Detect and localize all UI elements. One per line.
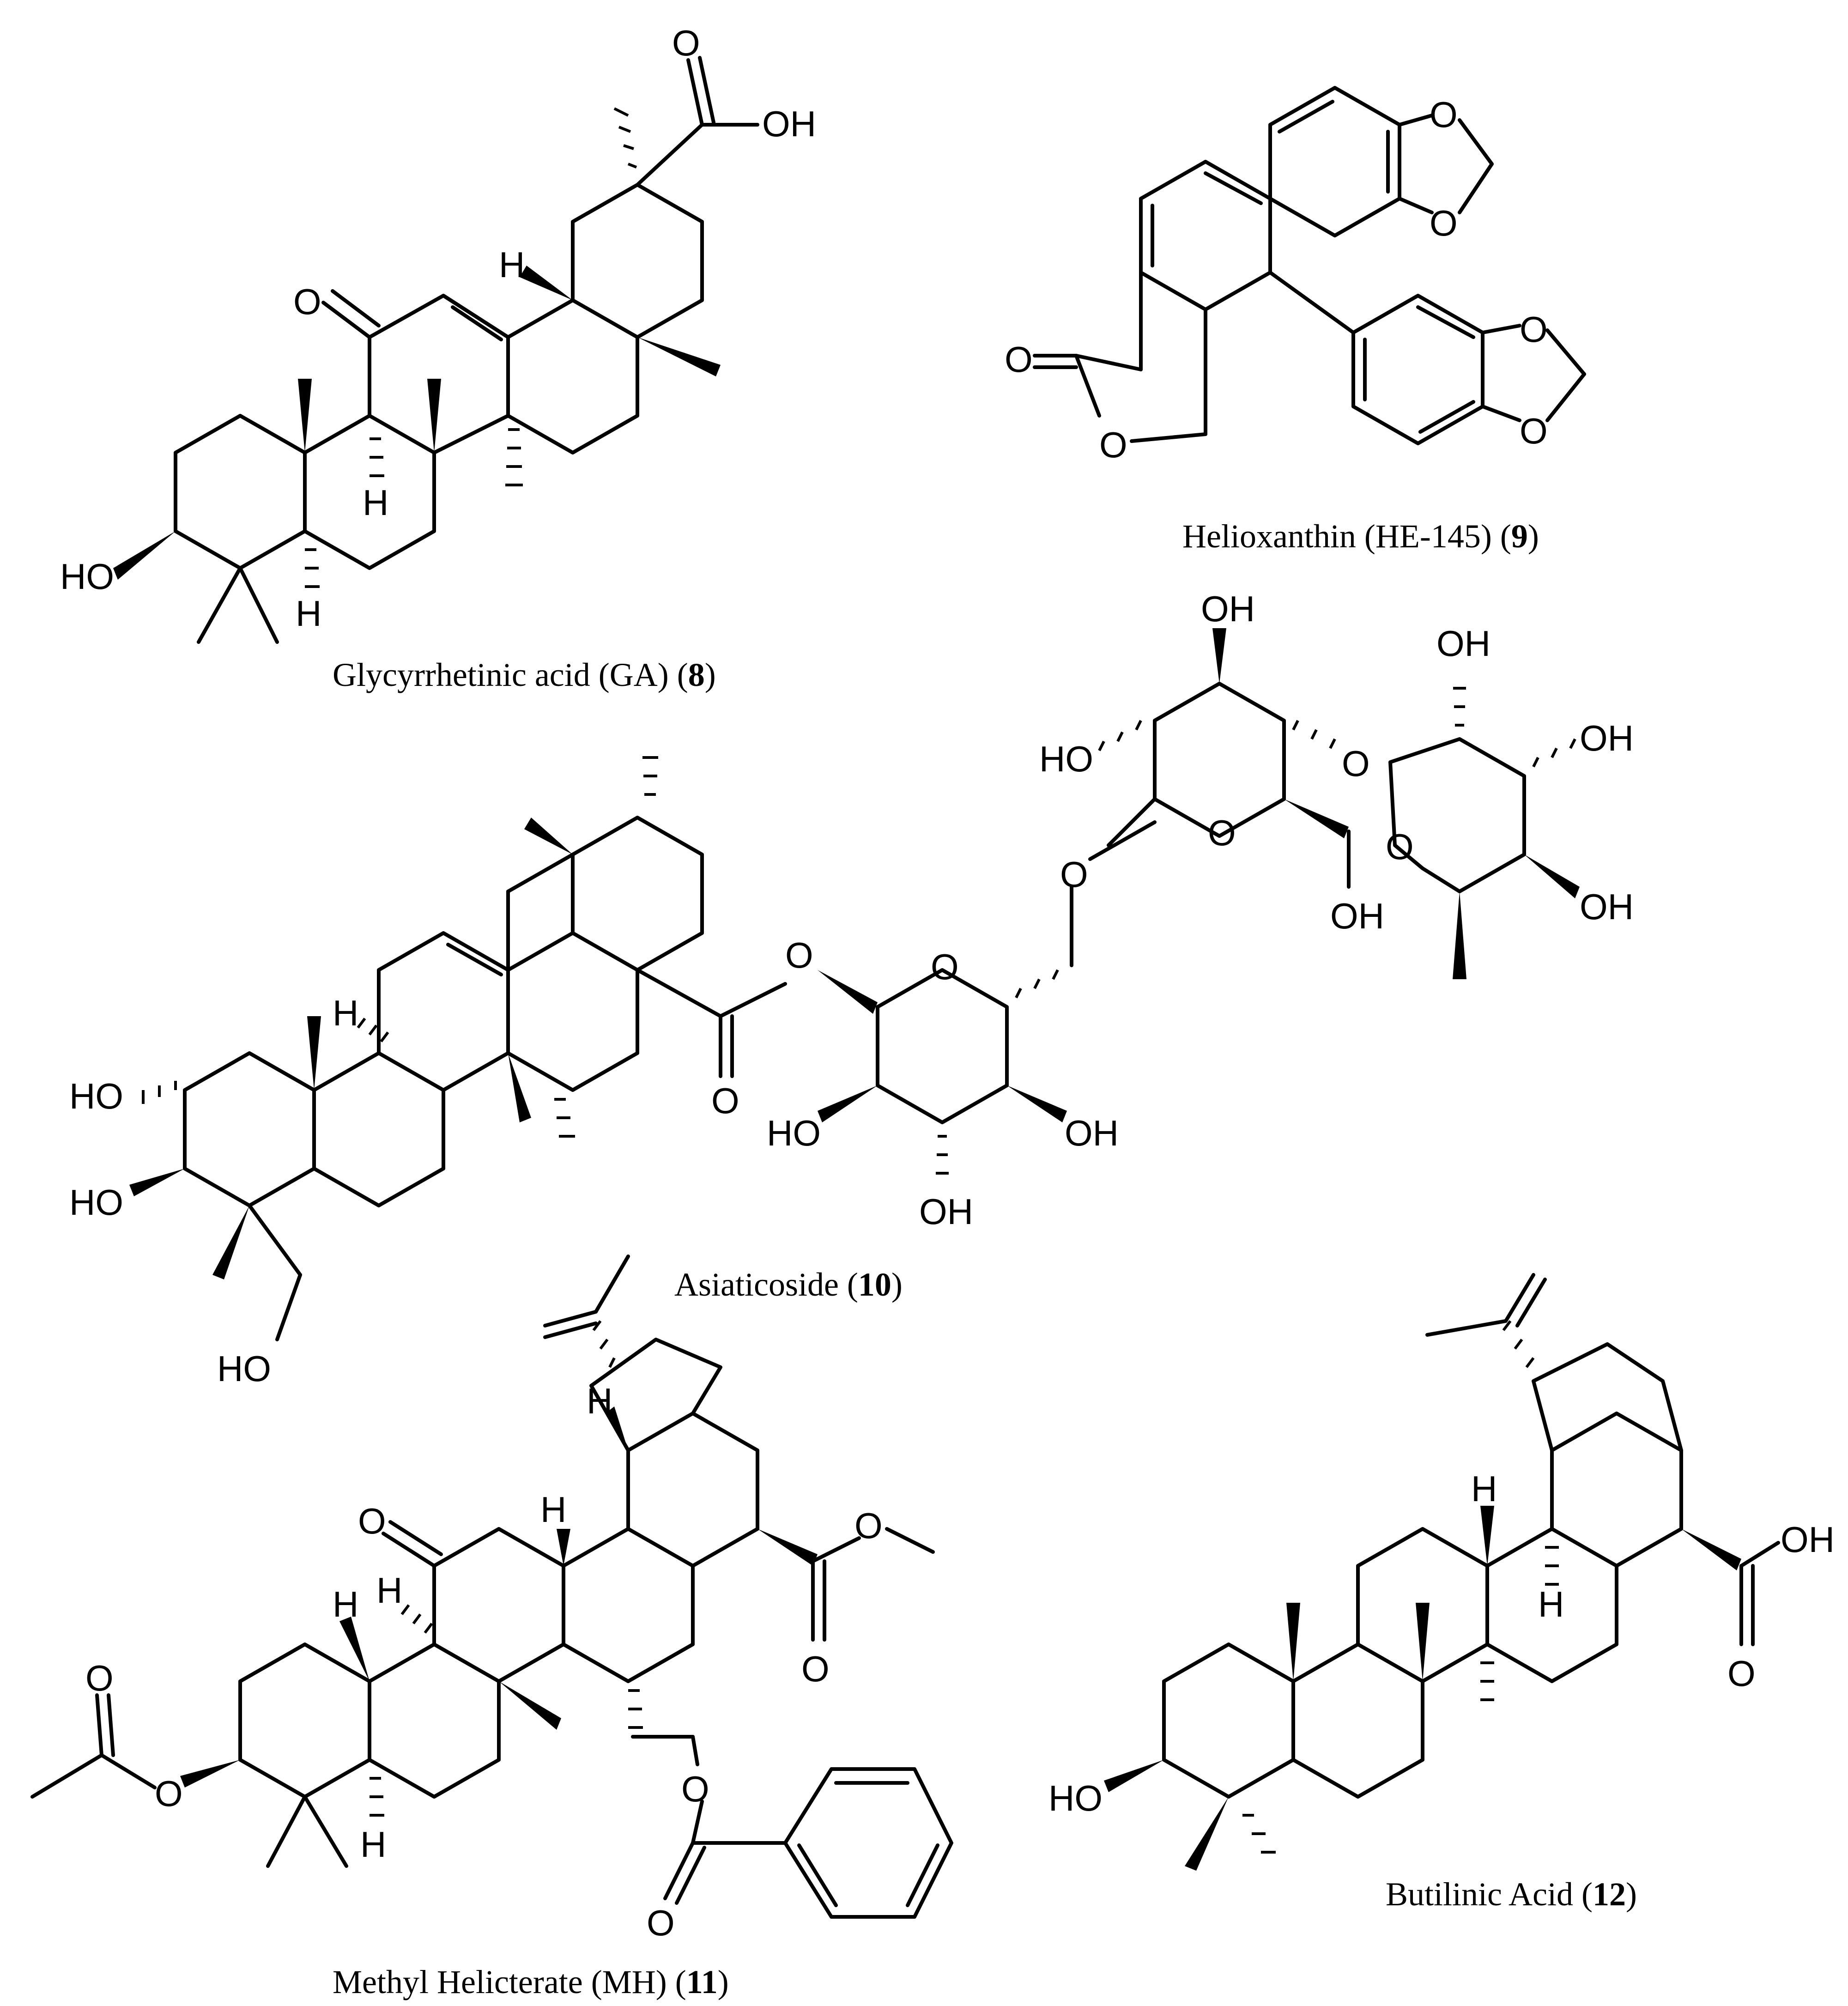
as-sugar1-oh-a: OH — [1065, 1113, 1119, 1153]
as-sugar-link-o: O — [1342, 743, 1370, 784]
he-o3: O — [1520, 309, 1548, 350]
mh-acetate-o: O — [155, 1773, 183, 1814]
caption-compound-9: Helioxanthin (HE-145) (9) — [1182, 518, 1539, 555]
ga-ho: HO — [60, 556, 114, 597]
ba-acid-oh: OH — [1781, 1519, 1835, 1560]
ba-ho: HO — [1048, 1778, 1103, 1818]
as-sugar1-ring-o: O — [931, 946, 959, 987]
ga-acid-oxygen: O — [672, 23, 700, 63]
caption-11-number: 11 — [686, 1964, 718, 2000]
as-sugar2-oh-top: OH — [1201, 588, 1255, 629]
mh-benzoate-o: O — [681, 1769, 709, 1809]
ga-acid-oh: OH — [762, 103, 816, 144]
caption-10-number: 10 — [858, 1266, 891, 1303]
ba-acid-carbonyl-o: O — [1727, 1653, 1756, 1694]
caption-compound-12: Butilinic Acid (12) — [1386, 1876, 1637, 1913]
as-ester-carbonyl-o: O — [711, 1080, 739, 1121]
ga-h-5: H — [296, 593, 321, 634]
as-sugar2-ch2oh: OH — [1330, 896, 1384, 936]
as-c2-ho: HO — [69, 1076, 123, 1116]
mh-acetate-carbonyl-o: O — [85, 1658, 114, 1698]
he-o2: O — [1430, 203, 1458, 243]
mh-benzoate-carbonyl-o: O — [647, 1903, 675, 1943]
caption-compound-8: Glycyrrhetinic acid (GA) (8) — [333, 656, 716, 693]
as-sugar2-ring-o: O — [1208, 812, 1236, 853]
ba-h-18: H — [1538, 1584, 1564, 1624]
he-o4: O — [1520, 411, 1548, 451]
as-h-9: H — [333, 993, 358, 1033]
mh-ester-o: O — [854, 1505, 883, 1546]
caption-9-number: 9 — [1511, 518, 1528, 555]
structure-helioxanthin: O O O O O O — [1005, 86, 1586, 465]
caption-11-name: Methyl Helicterate (MH) — [333, 1964, 667, 2000]
caption-12-number: 12 — [1592, 1876, 1626, 1913]
as-ester-o: O — [785, 935, 813, 976]
caption-9-name: Helioxanthin (HE-145) — [1182, 518, 1492, 555]
mh-h-5: H — [333, 1584, 358, 1624]
caption-12-name: Butilinic Acid — [1386, 1876, 1573, 1913]
mh-h-5b: H — [360, 1824, 386, 1865]
ba-h-13: H — [1471, 1468, 1497, 1509]
caption-8-number: 8 — [688, 656, 705, 693]
mh-h-18: H — [587, 1381, 612, 1421]
as-c23-ho: HO — [217, 1348, 271, 1389]
he-lactone-oxo: O — [1005, 339, 1033, 380]
he-o1: O — [1430, 94, 1458, 135]
caption-compound-11: Methyl Helicterate (MH) (11) — [333, 1964, 729, 2000]
as-sugar3-oh-top: OH — [1436, 623, 1491, 664]
mh-ester-carbonyl-o: O — [801, 1648, 830, 1689]
ga-ketone-oxygen: O — [293, 281, 321, 322]
as-glyco-o: O — [1060, 854, 1088, 895]
structure-methyl-helicterate: O O O O O O O H — [30, 1255, 953, 1943]
mh-h-9: H — [376, 1570, 402, 1611]
caption-8-name: Glycyrrhetinic acid (GA) — [333, 656, 669, 693]
as-sugar1-ho: HO — [767, 1113, 821, 1153]
as-sugar3-ring-o: O — [1386, 826, 1414, 867]
as-c3-ho: HO — [69, 1182, 123, 1223]
he-lactone-o: O — [1099, 424, 1127, 465]
structure-asiaticoside: O O O HO OH OH O O OH HO OH O O OH OH — [69, 588, 1634, 1389]
structure-glycyrrhetinic-acid: O O OH H H H HO — [60, 23, 816, 644]
caption-compound-10: Asiaticoside (10) — [674, 1266, 903, 1303]
as-sugar3-oh-low: OH — [1580, 886, 1634, 927]
as-sugar2-ho: HO — [1039, 739, 1093, 779]
mh-ketone-o: O — [358, 1501, 386, 1541]
ga-h-18: H — [499, 244, 525, 285]
as-sugar1-oh-b: OH — [919, 1191, 973, 1232]
as-sugar3-oh-right: OH — [1580, 718, 1634, 758]
structure-butilinic-acid: O OH HO H H — [1048, 1273, 1835, 1871]
caption-10-name: Asiaticoside — [674, 1266, 839, 1303]
mh-h-13: H — [540, 1489, 566, 1530]
ga-h-9: H — [363, 482, 388, 523]
